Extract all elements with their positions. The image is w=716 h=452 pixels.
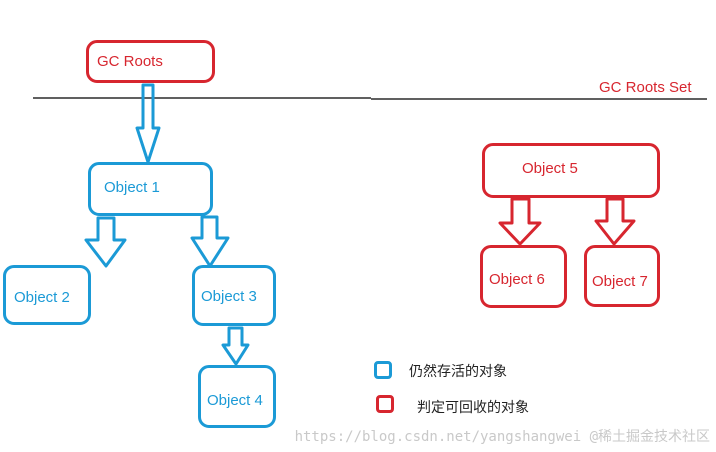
object-6-label: Object 6: [489, 271, 545, 288]
legend-collectable-label: 判定可回收的对象: [417, 400, 529, 416]
arrow-object1-to-object2: [84, 216, 127, 268]
object-1-label: Object 1: [104, 179, 160, 196]
object-1-node: Object 1: [88, 162, 213, 216]
object-2-label: Object 2: [14, 289, 70, 306]
gc-roots-node: GC Roots: [86, 40, 215, 83]
object-4-label: Object 4: [207, 392, 263, 409]
gc-roots-set-label: GC Roots Set: [599, 79, 692, 96]
legend-alive-swatch: [374, 361, 392, 379]
object-7-node: Object 7: [584, 245, 660, 307]
object-3-node: Object 3: [192, 265, 276, 326]
arrow-object5-to-object7: [594, 197, 636, 246]
legend-collectable-swatch: [376, 395, 394, 413]
object-4-node: Object 4: [198, 365, 276, 428]
object-5-label: Object 5: [522, 160, 578, 177]
arrow-object3-to-object4: [221, 326, 250, 366]
arrow-gcroots-to-object1: [135, 83, 161, 164]
legend-alive-label: 仍然存活的对象: [409, 364, 507, 380]
object-6-node: Object 6: [480, 245, 567, 308]
arrow-object5-to-object6: [498, 197, 542, 246]
object-7-label: Object 7: [592, 273, 648, 290]
arrow-object1-to-object3: [190, 215, 230, 268]
object-2-node: Object 2: [3, 265, 91, 325]
watermark: https://blog.csdn.net/yangshangwei @稀土掘金…: [294, 429, 710, 445]
object-3-label: Object 3: [201, 288, 257, 305]
object-5-node: Object 5: [482, 143, 660, 198]
gc-roots-label: GC Roots: [97, 53, 163, 70]
